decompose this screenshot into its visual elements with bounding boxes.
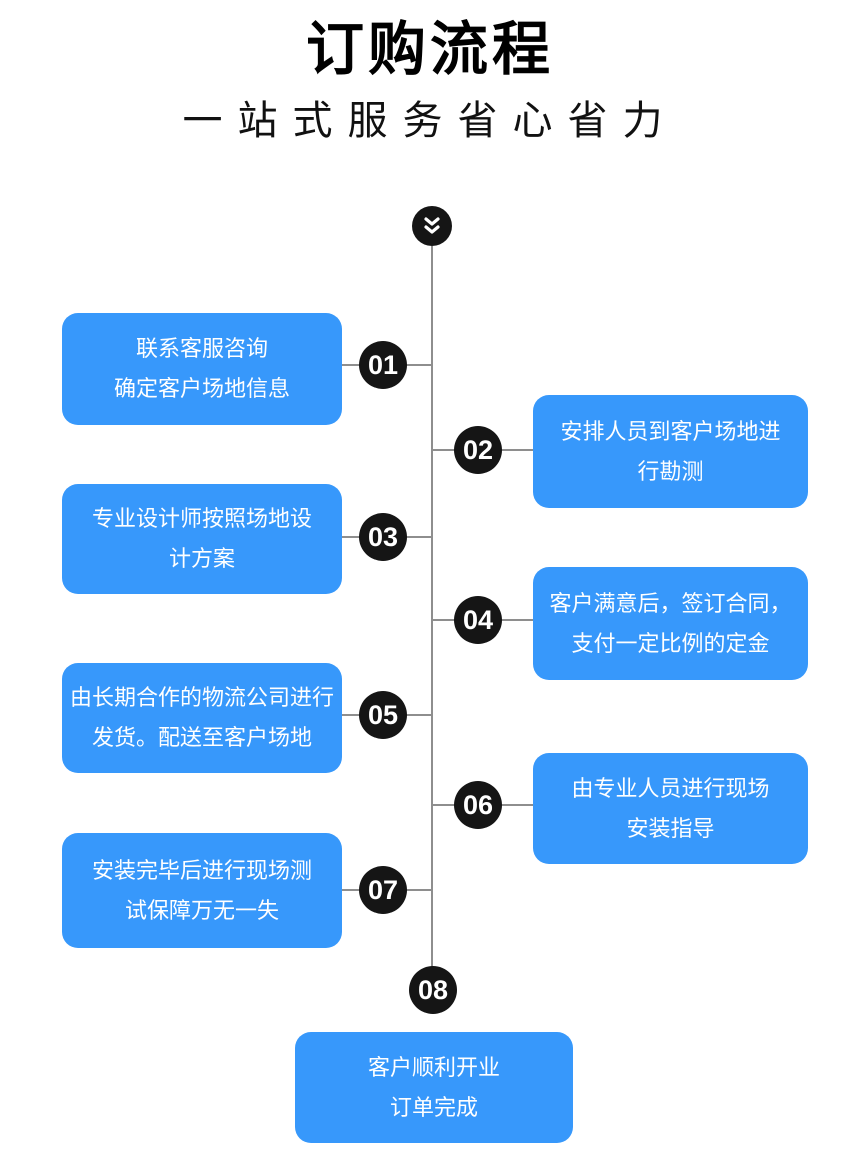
step-number: 01: [367, 349, 399, 380]
step-number: 06: [462, 789, 494, 820]
step-card-06: 由专业人员进行现场 安装指导: [533, 753, 808, 864]
step-text-line: 确定客户场地信息: [113, 376, 290, 401]
step-card-02: 安排人员到客户场地进 行勘测: [533, 395, 808, 508]
page-subtitle: 一站式服务省心省力: [182, 99, 678, 143]
step-number: 02: [462, 434, 494, 465]
step-number-badge-04: 04: [454, 596, 502, 644]
step-card-07: 安装完毕后进行现场测 试保障万无一失: [62, 833, 342, 948]
step-number-badge-08: 08: [409, 966, 457, 1014]
step-card-04: 客户满意后，签订合同， 支付一定比例的定金: [533, 567, 808, 680]
step-number-badge-07: 07: [359, 866, 407, 914]
step-text-line: 客户满意后，签订合同，: [549, 590, 792, 616]
step-number-badge-05: 05: [359, 691, 407, 739]
step-text-line: 客户顺利开业: [367, 1054, 500, 1080]
page-title: 订购流程: [305, 17, 554, 82]
step-number: 03: [367, 521, 399, 552]
step-text-line: 订单完成: [389, 1094, 478, 1120]
step-text-line: 由长期合作的物流公司进行: [69, 685, 334, 710]
step-number-badge-01: 01: [359, 341, 407, 389]
double-chevron-down-icon: [420, 214, 444, 238]
step-number-badge-03: 03: [359, 513, 407, 561]
step-card-03: 专业设计师按照场地设 计方案: [62, 484, 342, 594]
step-text-line: 试保障万无一失: [124, 897, 279, 923]
step-text-line: 专业设计师按照场地设: [91, 506, 312, 531]
step-text-line: 安排人员到客户场地进: [560, 418, 781, 444]
step-number-badge-06: 06: [454, 781, 502, 829]
step-number: 08: [417, 974, 449, 1005]
step-text-line: 安装指导: [626, 815, 715, 841]
step-card-01: 联系客服咨询 确定客户场地信息: [62, 313, 342, 425]
step-text-line: 由专业人员进行现场: [571, 775, 770, 801]
step-card-05: 由长期合作的物流公司进行 发货。配送至客户场地: [62, 663, 342, 773]
step-text-line: 计方案: [168, 546, 235, 571]
timeline-start-badge: [412, 206, 452, 246]
step-text-line: 行勘测: [637, 458, 704, 484]
step-text-line: 联系客服咨询: [135, 336, 268, 361]
step-card-08: 客户顺利开业 订单完成: [295, 1032, 573, 1143]
step-number: 04: [462, 604, 494, 635]
step-text-line: 发货。配送至客户场地: [91, 725, 312, 750]
step-number: 05: [367, 699, 399, 730]
step-text-line: 支付一定比例的定金: [571, 630, 770, 656]
timeline-spine: [431, 246, 433, 990]
step-text-line: 安装完毕后进行现场测: [91, 857, 312, 883]
step-number-badge-02: 02: [454, 426, 502, 474]
step-number: 07: [367, 874, 399, 905]
